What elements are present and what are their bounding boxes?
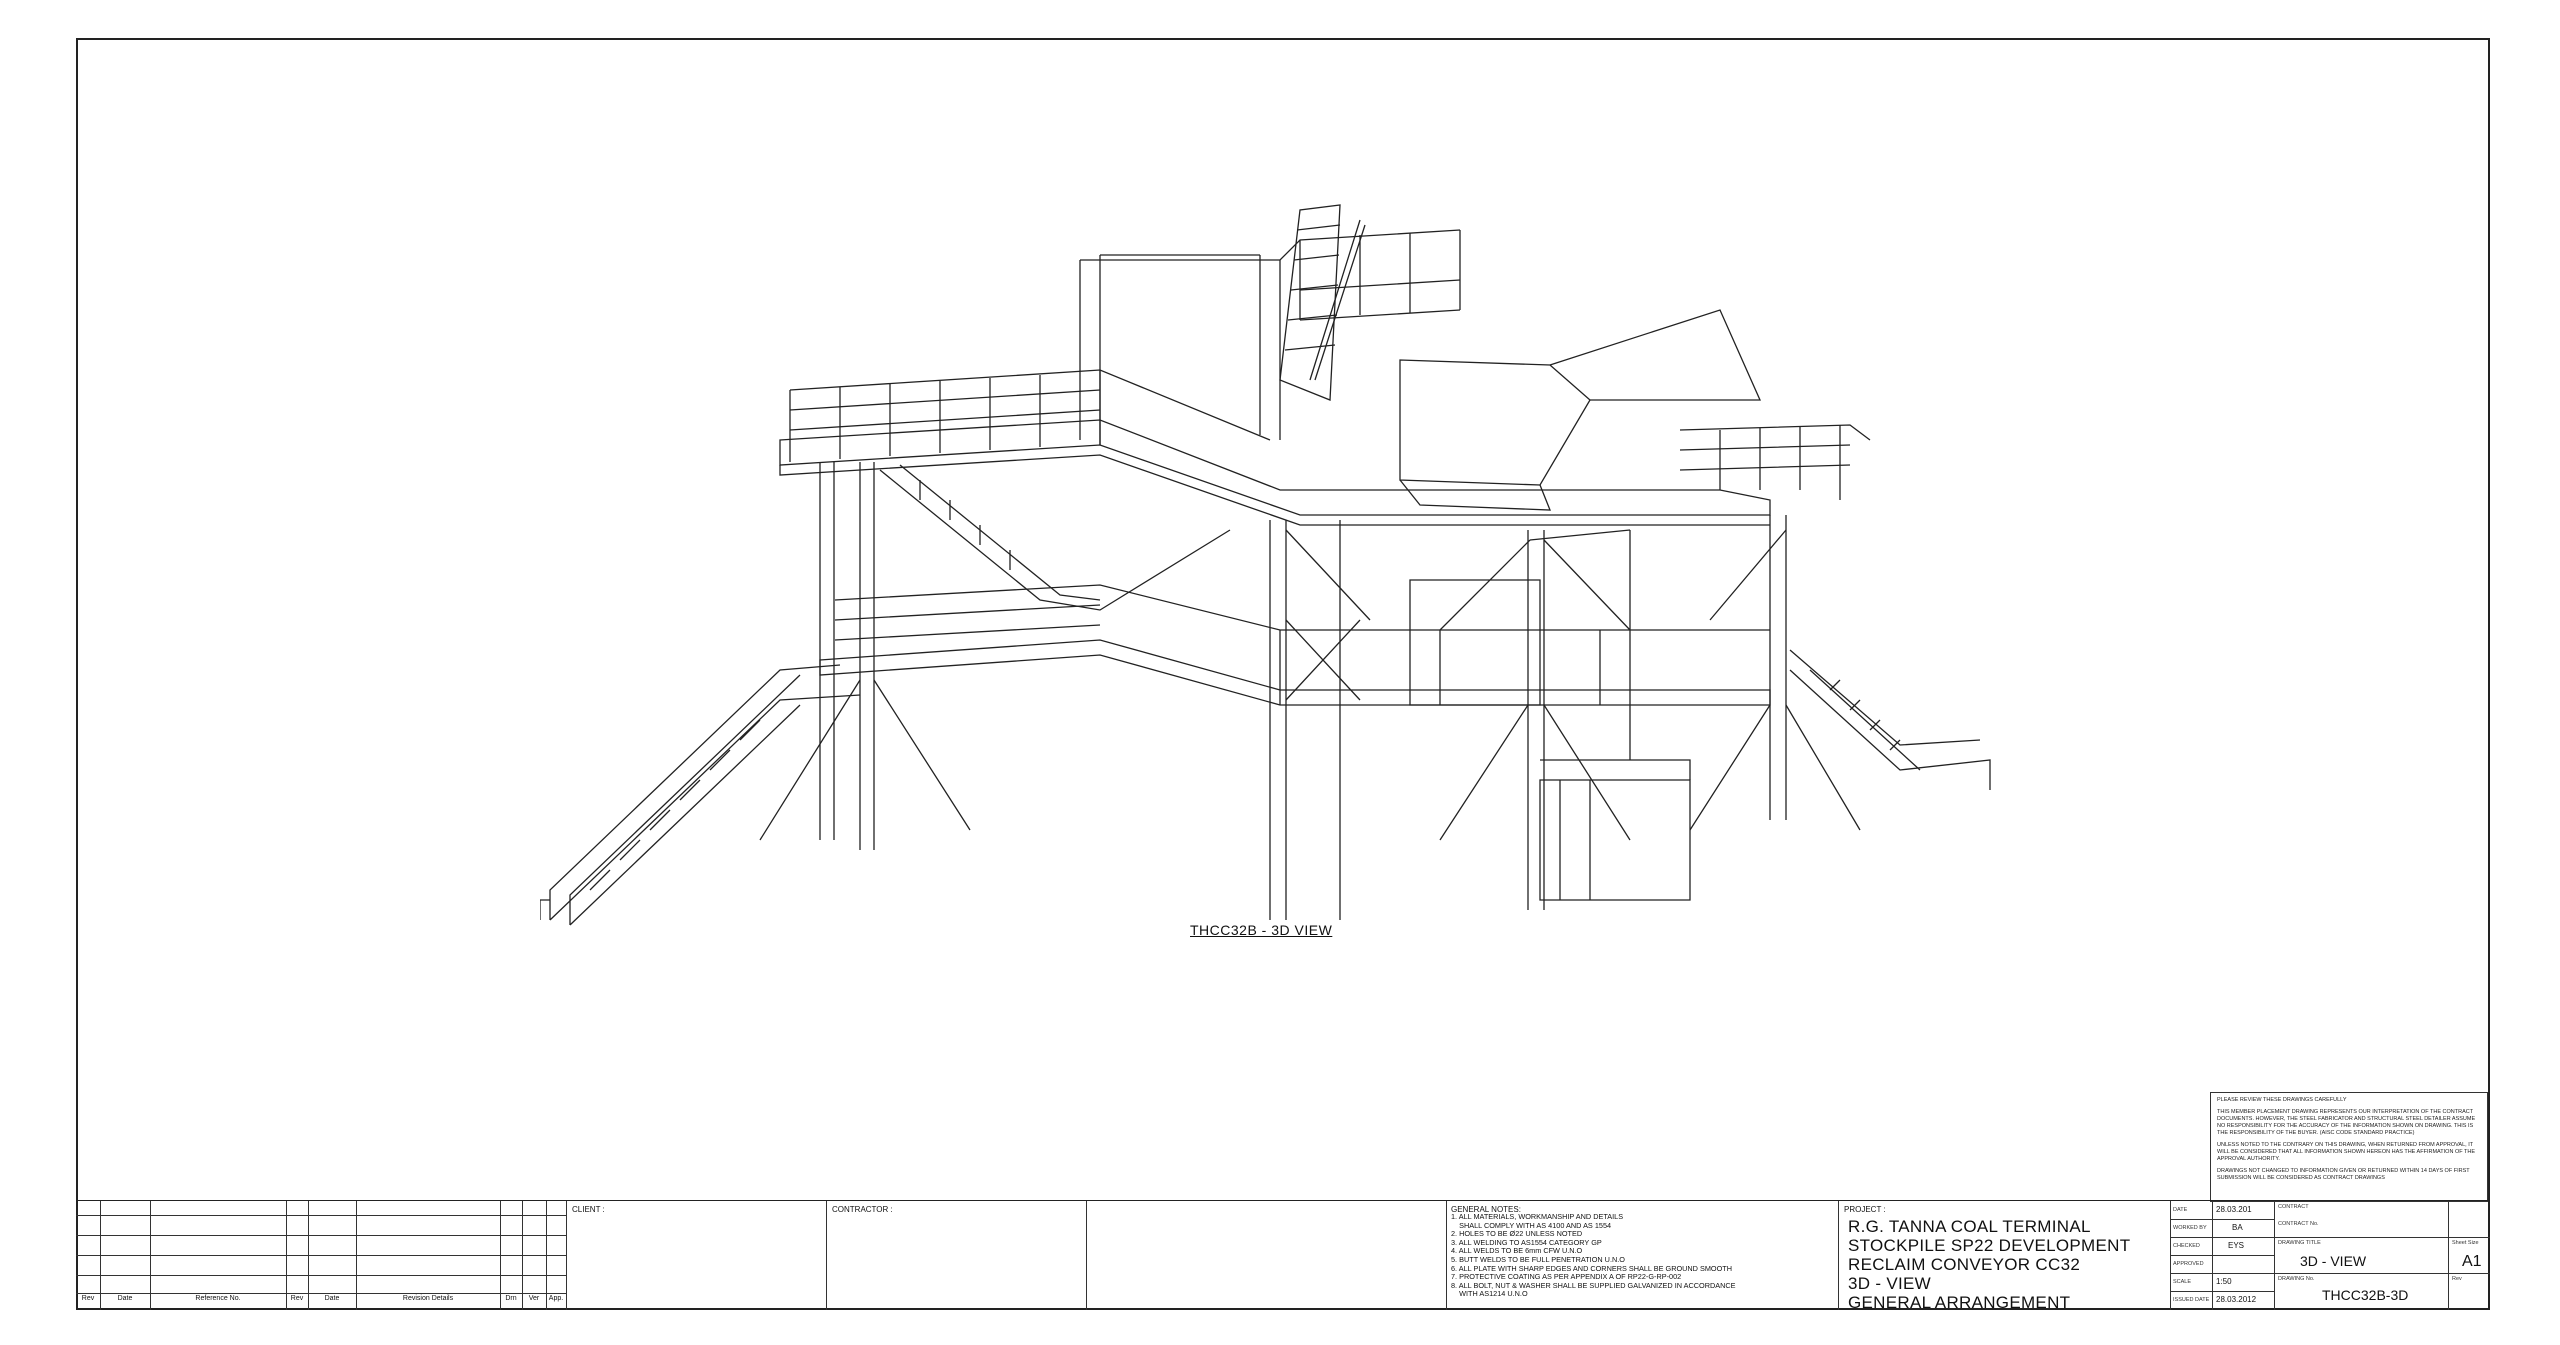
contract-no-label: CONTRACT No.: [2278, 1221, 2319, 1227]
right-external-stair: [1789, 649, 1991, 790]
approval-paragraph-3: DRAWINGS NOT CHANGED TO INFORMATION GIVE…: [2217, 1168, 2470, 1181]
sheet-size-label: Sheet Size: [2452, 1240, 2479, 1246]
rev-header: Rev: [290, 1295, 304, 1302]
info-row-line: [2170, 1237, 2274, 1238]
contractor-divider: [1086, 1201, 1087, 1310]
revision-details-header: Revision Details: [402, 1295, 454, 1302]
hopper: [1399, 309, 1762, 511]
note-item: 3. ALL WELDING TO AS1554 CATEGORY GP: [1451, 1237, 1602, 1247]
note-item: 4. ALL WELDS TO BE 6mm CFW U.N.O: [1451, 1246, 1583, 1256]
left-external-stair: [540, 664, 861, 926]
info-row-line: [2274, 1273, 2490, 1274]
info-row-line: [2170, 1255, 2274, 1256]
scale-value: 1:50: [2216, 1277, 2232, 1286]
client-label: CLIENT :: [572, 1205, 605, 1214]
drawing-no-label: DRAWING No.: [2278, 1276, 2315, 1282]
note-item: 7. PROTECTIVE COATING AS PER APPENDIX A …: [1451, 1272, 1682, 1282]
note-item: 8. ALL BOLT, NUT & WASHER SHALL BE SUPPL…: [1451, 1280, 1736, 1290]
date-header: Date: [324, 1295, 340, 1302]
view-title: THCC32B - 3D VIEW: [1190, 922, 1333, 938]
note-item: WITH AS1214 U.N.O: [1451, 1289, 1528, 1299]
checked-label: CHECKED: [2173, 1243, 2200, 1249]
structure-3d-view-drawing: [540, 204, 1991, 926]
project-line: 3D - VIEW: [1848, 1274, 1931, 1293]
sheet-size-value: A1: [2462, 1253, 2482, 1270]
worked-by-value: BA: [2232, 1223, 2243, 1232]
general-notes-list: 1. ALL MATERIALS, WORKMANSHIP AND DETAIL…: [1451, 1212, 1811, 1299]
info-row-line: [2170, 1219, 2274, 1220]
project-label: PROJECT :: [1844, 1205, 1886, 1214]
main-columns: [819, 462, 1787, 920]
top-tower: [1079, 204, 1461, 445]
date-label: DATE: [2173, 1207, 2188, 1213]
drawing-sheet-border: [76, 38, 2490, 1310]
drawing-title-value: 3D - VIEW: [2300, 1253, 2367, 1269]
info-row-line: [2274, 1237, 2490, 1238]
rev-row-line: [76, 1275, 566, 1276]
lower-deck: [819, 584, 1771, 706]
rev-row-line: [76, 1215, 566, 1216]
info-row-line: [2170, 1291, 2274, 1292]
project-line: STOCKPILE SP22 DEVELOPMENT: [1848, 1236, 2131, 1255]
app-header: App.: [548, 1295, 564, 1302]
issued-date-label: ISSUED DATE: [2173, 1297, 2210, 1303]
bracing: [759, 529, 1861, 841]
project-line: GENERAL ARRANGEMENT: [1848, 1293, 2071, 1312]
note-item: 1. ALL MATERIALS, WORKMANSHIP AND DETAIL…: [1451, 1212, 1624, 1221]
approval-paragraph-1: THIS MEMBER PLACEMENT DRAWING REPRESENTS…: [2217, 1109, 2476, 1136]
contractor-label: CONTRACTOR :: [832, 1205, 893, 1214]
note-item: 6. ALL PLATE WITH SHARP EDGES AND CORNER…: [1451, 1263, 1732, 1273]
general-notes-title: GENERAL NOTES:: [1451, 1205, 1521, 1214]
note-item: SHALL COMPLY WITH AS 4100 AND AS 1554: [1451, 1220, 1612, 1230]
upper-deck: [779, 369, 1771, 526]
drawing-no-value: THCC32B-3D: [2322, 1287, 2409, 1303]
approval-heading: PLEASE REVIEW THESE DRAWINGS CAREFULLY: [2217, 1097, 2347, 1103]
drawing-title-label: DRAWING TITLE: [2278, 1240, 2321, 1246]
project-title-lines: R.G. TANNA COAL TERMINAL STOCKPILE SP22 …: [1848, 1217, 2130, 1312]
date-header: Date: [117, 1295, 133, 1302]
note-item: 5. BUTT WELDS TO BE FULL PENETRATION U.N…: [1451, 1254, 1625, 1264]
checked-value: EYS: [2228, 1241, 2245, 1250]
rev-col-line: [566, 1201, 567, 1310]
project-line: R.G. TANNA COAL TERMINAL: [1848, 1217, 2091, 1236]
contract-label: CONTRACT: [2278, 1204, 2309, 1210]
internal-stair: [879, 464, 1231, 611]
rev-header: Rev: [81, 1295, 95, 1302]
approval-paragraph-2: UNLESS NOTED TO THE CONTRARY ON THIS DRA…: [2217, 1142, 2476, 1162]
reference-header: Reference No.: [195, 1295, 241, 1302]
rev-row-line: [76, 1255, 566, 1256]
client-divider: [826, 1201, 827, 1310]
rev-row-line: [76, 1235, 566, 1236]
notes-divider: [1446, 1201, 1447, 1310]
rev-row-line: [76, 1293, 566, 1294]
rev-label: Rev: [2452, 1276, 2462, 1282]
info-divider: [2448, 1201, 2449, 1310]
right-handrail: [1679, 424, 1871, 500]
approved-label: APPROVED: [2173, 1261, 2204, 1267]
issued-date-value: 28.03.2012: [2216, 1295, 2257, 1304]
scale-label: SCALE: [2173, 1279, 2192, 1285]
info-row-line: [2170, 1273, 2274, 1274]
info-divider: [2274, 1201, 2275, 1310]
lower-enclosure: [1409, 579, 1691, 901]
title-block: Rev Date Reference No. Rev Date Revision…: [76, 1200, 2490, 1312]
project-divider: [1838, 1201, 1839, 1310]
worked-by-label: WORKED BY: [2173, 1225, 2207, 1231]
note-item: 2. HOLES TO BE Ø22 UNLESS NOTED: [1451, 1229, 1583, 1239]
drn-header: Drn: [505, 1295, 517, 1302]
date-value: 28.03.201: [2216, 1205, 2252, 1214]
ver-header: Ver: [528, 1295, 540, 1302]
project-line: RECLAIM CONVEYOR CC32: [1848, 1255, 2081, 1274]
approval-notice-box: PLEASE REVIEW THESE DRAWINGS CAREFULLY T…: [2210, 1092, 2488, 1202]
